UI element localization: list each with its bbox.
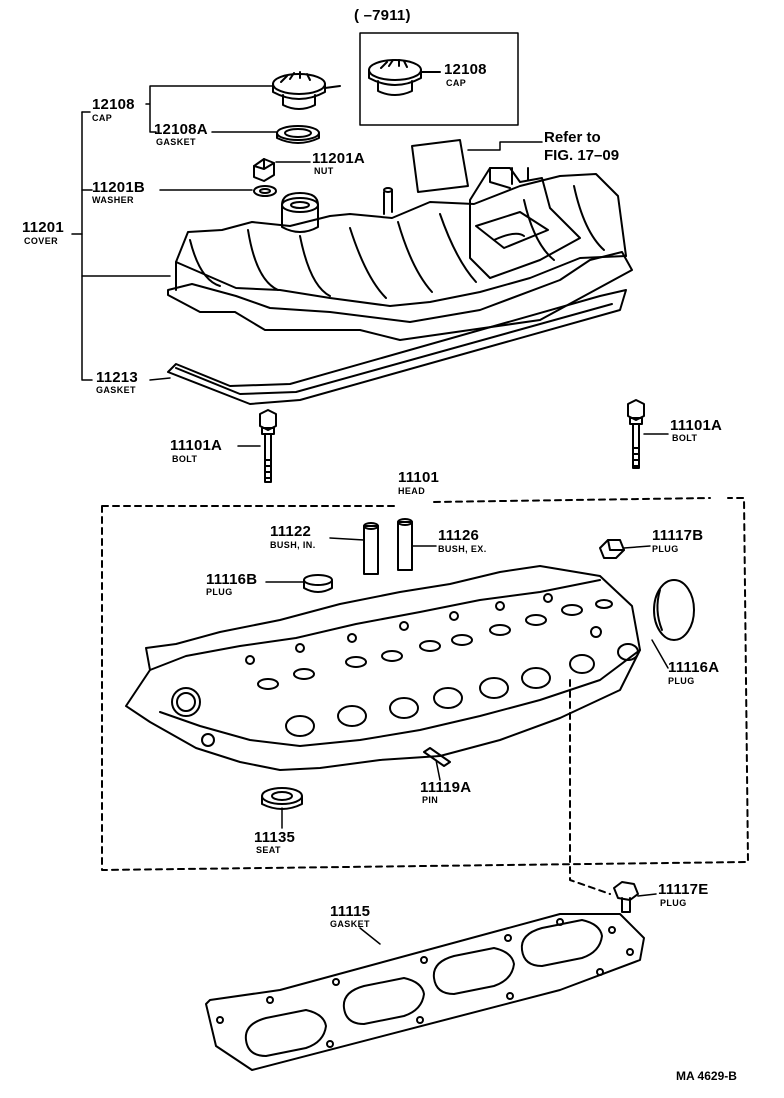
part-name-seat: SEAT [256, 845, 281, 855]
part-number-head-gasket: 11115 [330, 903, 371, 920]
part-number-bush-ex: 11126 [438, 527, 480, 544]
inset-part-name: CAP [446, 78, 467, 88]
seat-drawing [261, 787, 303, 810]
part-name-bush-ex: BUSH, EX. [438, 544, 487, 554]
part-number-pin: 11119A [420, 779, 472, 796]
refer-line-1: Refer to [544, 129, 601, 146]
part-number-cap: 12108 [92, 96, 135, 113]
part-number-head: 11101 [398, 469, 440, 486]
leader-lines [71, 85, 669, 945]
part-number-cap-gasket: 12108A [154, 121, 208, 138]
part-number-washer: 11201B [92, 179, 145, 196]
part-number-cover-gasket: 11213 [96, 369, 138, 386]
part-name-plug-11117e: PLUG [660, 898, 687, 908]
part-name-cover-gasket: GASKET [96, 385, 136, 395]
plug-11117e-drawing [613, 881, 639, 913]
part-number-plug-11117e: 11117E [658, 881, 709, 898]
oil-cap-drawing [272, 71, 341, 110]
part-name-cap: CAP [92, 113, 113, 123]
cylinder-head-drawing [125, 565, 641, 771]
part-number-plug-11117b: 11117B [652, 527, 704, 544]
part-name-washer: WASHER [92, 195, 134, 205]
nut-drawing [253, 158, 275, 182]
head-dashed-frame [101, 497, 749, 871]
part-number-bolt-left: 11101A [170, 437, 223, 454]
part-name-head: HEAD [398, 486, 426, 496]
part-number-nut: 11201A [312, 150, 365, 167]
part-number-bolt-right: 11101A [670, 417, 723, 434]
part-number-plug-11116a: 11116A [668, 659, 720, 676]
plug-11117b-drawing [599, 539, 625, 559]
part-number-bush-in: 11122 [270, 523, 312, 540]
part-number-seat: 11135 [254, 829, 296, 846]
part-name-head-gasket: GASKET [330, 919, 370, 929]
part-name-cap-gasket: GASKET [156, 137, 196, 147]
figure-code: MA 4629-B [676, 1069, 737, 1083]
inset-part-number: 12108 [444, 61, 487, 78]
bush-in-drawing [363, 522, 379, 575]
bush-ex-drawing [397, 518, 413, 571]
part-name-cover: COVER [24, 236, 59, 246]
plug-11116b-drawing [303, 574, 333, 593]
washer-drawing [253, 185, 277, 197]
cover-gasket-drawing [167, 289, 627, 405]
part-name-plug-11117b: PLUG [652, 544, 679, 554]
inset-frame [359, 32, 519, 126]
part-name-bolt-left: BOLT [172, 454, 198, 464]
part-name-plug-11116b: PLUG [206, 587, 233, 597]
head-bolt-left-drawing [259, 409, 277, 483]
refer-line-2: FIG. 17–09 [544, 147, 620, 164]
part-number-plug-11116b: 11116B [206, 571, 258, 588]
head-gasket-drawing [205, 913, 645, 1071]
plug-11116a-drawing [653, 579, 695, 641]
cap-gasket-drawing [276, 125, 320, 144]
refer-plate [411, 139, 543, 193]
head-bolt-right-drawing [627, 399, 645, 469]
plug-e-dashed-leader [569, 679, 611, 895]
part-name-plug-11116a: PLUG [668, 676, 695, 686]
part-name-nut: NUT [314, 166, 334, 176]
inset-range-label: ( –7911) [354, 7, 411, 24]
part-name-bolt-right: BOLT [672, 433, 698, 443]
part-name-pin: PIN [422, 795, 439, 805]
pin-drawing [423, 747, 451, 767]
cylinder-head-cover-drawing [167, 167, 633, 341]
inset-cap-drawing [368, 59, 441, 96]
part-name-bush-in: BUSH, IN. [270, 540, 316, 550]
part-number-cover: 11201 [22, 219, 64, 236]
